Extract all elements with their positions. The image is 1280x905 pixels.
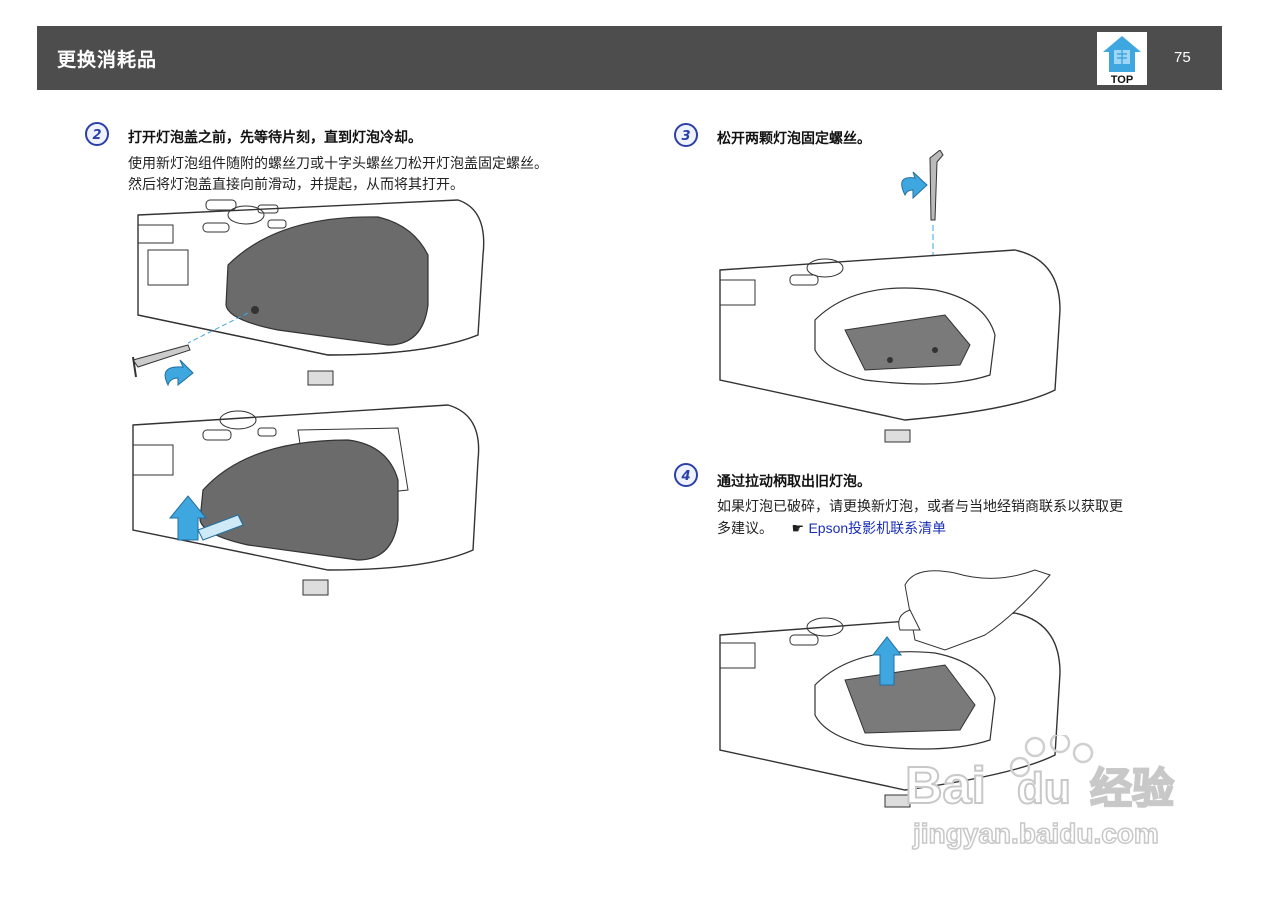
step-3-badge: 3	[674, 123, 698, 147]
epson-contact-link[interactable]: Epson投影机联系清单	[808, 520, 947, 536]
lamp-screws-illustration	[719, 150, 1061, 443]
step-4-title: 通过拉动柄取出旧灯泡。	[717, 474, 871, 490]
watermark-brand: Bai	[905, 757, 986, 815]
page-number: 75	[1174, 49, 1191, 66]
svg-text:2: 2	[92, 128, 101, 143]
pointer-icon: ☛	[791, 521, 805, 537]
watermark-brand-cn: 经验	[1090, 764, 1174, 813]
step-3-title: 松开两颗灯泡固定螺丝。	[717, 131, 871, 147]
projector-cover-screw-illustration	[132, 199, 485, 387]
step-4-badge: 4	[674, 463, 698, 487]
step-4-line-2: 多建议。 ☛ Epson投影机联系清单	[717, 520, 947, 537]
step-2-title: 打开灯泡盖之前，先等待片刻，直到灯泡冷却。	[128, 130, 422, 146]
step-4-line-1: 如果灯泡已破碎，请更换新灯泡，或者与当地经销商联系以获取更	[717, 499, 1123, 515]
projector-cover-slide-illustration	[132, 404, 480, 596]
step-2-line-2: 然后将灯泡盖直接向前滑动，并提起，从而将其打开。	[128, 177, 464, 193]
svg-text:3: 3	[681, 129, 690, 144]
watermark-brand-2: du	[1017, 764, 1071, 813]
home-icon: TOP	[1097, 32, 1147, 86]
top-button[interactable]: TOP	[1097, 32, 1147, 86]
paw-icon	[1009, 735, 1094, 778]
baidu-watermark: Bai du 经验 jingyan.baidu.com	[905, 735, 1175, 850]
remove-lamp-illustration	[719, 569, 1061, 808]
watermark-url: jingyan.baidu.com	[912, 818, 1159, 849]
top-label: TOP	[1111, 74, 1133, 85]
step-2-badge: 2	[85, 122, 109, 146]
step-2-line-1: 使用新灯泡组件随附的螺丝刀或十字头螺丝刀松开灯泡盖固定螺丝。	[128, 156, 548, 172]
page-header: 更换消耗品 TOP 75	[37, 26, 1222, 90]
svg-text:4: 4	[680, 469, 690, 484]
section-title: 更换消耗品	[57, 49, 158, 71]
